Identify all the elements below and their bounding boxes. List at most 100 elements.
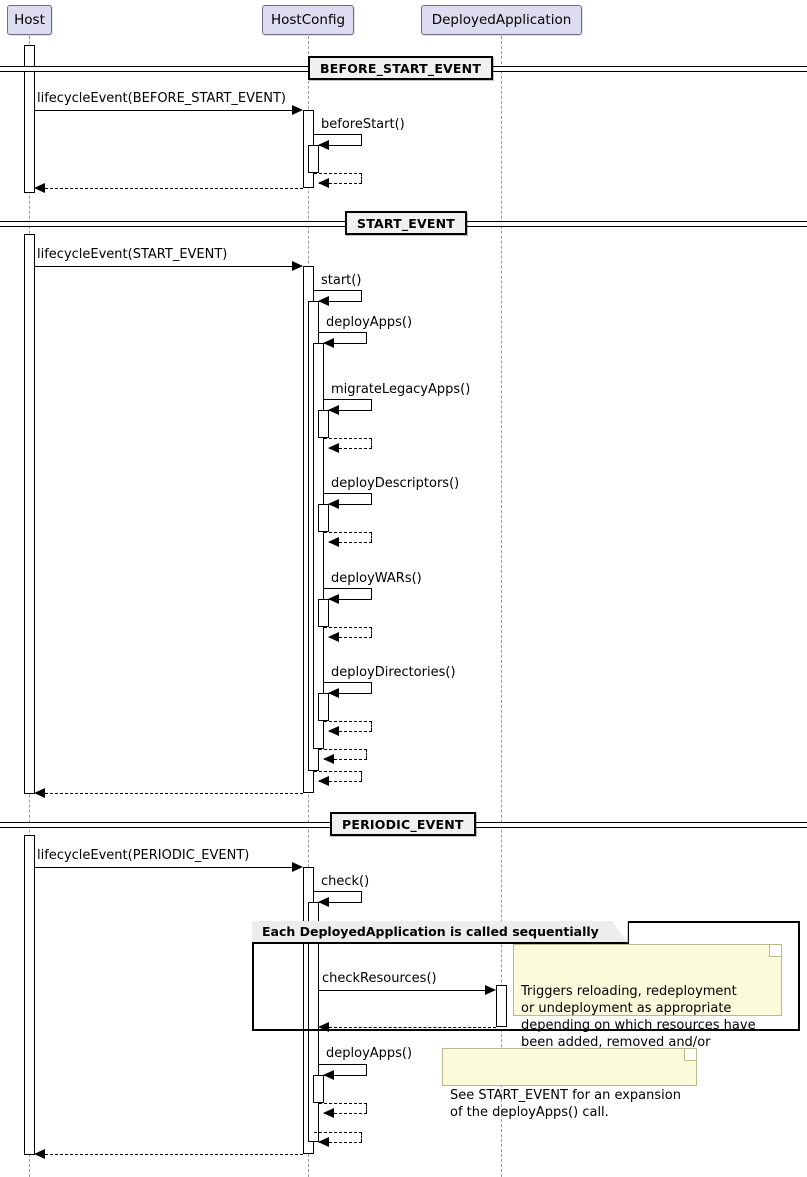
message-line-before-start-out <box>314 134 362 135</box>
arrowhead-check-resources <box>485 985 496 995</box>
message-text: deployApps() <box>326 1046 413 1061</box>
arrowhead-return-descriptors <box>328 537 339 547</box>
note-fold-corner-icon <box>684 1049 696 1061</box>
message-line-directories-back <box>329 693 372 694</box>
arrowhead-check <box>318 897 329 907</box>
participant-hostconfig[interactable]: HostConfig <box>262 5 354 35</box>
message-line-descriptors-back <box>329 504 372 505</box>
return-line-start-top <box>314 771 362 772</box>
message-line-check-out <box>314 891 362 892</box>
message-text: deployDescriptors() <box>331 476 460 491</box>
arrowhead-lifecycle-before-start <box>292 105 303 115</box>
arrowhead-deployapps-periodic <box>323 1070 334 1080</box>
message-label-check: check() <box>321 874 369 889</box>
return-line-directories <box>329 731 372 732</box>
divider-before-start-event: BEFORE_START_EVENT <box>308 56 494 80</box>
message-line-before-start-back <box>319 145 362 146</box>
message-line-deployapps-periodic-back <box>324 1075 367 1076</box>
arrowhead-before-start <box>318 140 329 150</box>
arrowhead-return-check-resources <box>318 1022 329 1032</box>
return-line-deployapps-top <box>319 749 367 750</box>
divider-before-start-event-label: BEFORE_START_EVENT <box>320 60 482 76</box>
arrowhead-return-wars <box>328 632 339 642</box>
note-deploy-apps: See START_EVENT for an expansion of the … <box>442 1048 697 1120</box>
return-vline-wars <box>371 627 372 637</box>
message-line-wars-out <box>324 588 372 589</box>
arrowhead-lifecycle-periodic <box>292 862 303 872</box>
message-label-deploy-apps-periodic: deployApps() <box>326 1046 412 1061</box>
message-line-lifecycle-start <box>35 266 293 267</box>
return-line-deployapps <box>324 759 367 760</box>
arrowhead-deploy-apps <box>323 338 334 348</box>
message-text: start() <box>321 273 362 288</box>
message-vline-descriptors <box>371 493 372 504</box>
return-line-descriptors <box>329 542 372 543</box>
message-vline-before-start <box>361 134 362 145</box>
message-vline-start <box>361 290 362 301</box>
group-header-sequential: Each DeployedApplication is called seque… <box>252 921 629 944</box>
participant-hostconfig-label: HostConfig <box>270 12 346 28</box>
arrowhead-return-before-start <box>318 178 329 188</box>
return-line-directories-top <box>324 721 372 722</box>
message-text: migrateLegacyApps() <box>331 382 471 397</box>
arrowhead-return-start <box>318 776 329 786</box>
message-line-start-back <box>319 301 362 302</box>
arrowhead-migrate <box>328 405 339 415</box>
message-label-deploy-directories: deployDirectories() <box>331 665 456 680</box>
arrowhead-return-check <box>318 1137 329 1147</box>
activation-host-periodic <box>24 835 35 1155</box>
note-deploy-apps-text: See START_EVENT for an expansion of the … <box>450 1088 681 1120</box>
note-check-resources: Triggers reloading, redeployment or unde… <box>513 944 782 1067</box>
message-label-check-resources: checkResources() <box>322 971 437 986</box>
arrowhead-wars <box>328 594 339 604</box>
lifeline-deployedapplication <box>501 36 502 1177</box>
return-line-start <box>319 781 362 782</box>
message-line-start-out <box>314 290 362 291</box>
message-line-migrate-out <box>324 399 372 400</box>
activation-hostconfig-periodic-l3 <box>313 1075 324 1103</box>
return-line-deployapps-periodic-top <box>319 1103 367 1104</box>
message-label-before-start: beforeStart() <box>321 117 405 132</box>
message-label-deploy-wars: deployWARs() <box>331 571 422 586</box>
message-line-check-resources <box>319 990 486 991</box>
return-line-migrate <box>329 448 372 449</box>
message-label-deploy-apps: deployApps() <box>326 315 412 330</box>
message-text: checkResources() <box>322 971 437 986</box>
divider-start-event: START_EVENT <box>345 211 468 235</box>
message-line-lifecycle-periodic <box>35 867 293 868</box>
message-line-deployapps-periodic-out <box>319 1064 367 1065</box>
note-check-resources-text: Triggers reloading, redeployment or unde… <box>521 984 756 1067</box>
return-line-descriptors-top <box>324 532 372 533</box>
activation-hostconfig-directories-l4 <box>318 693 329 721</box>
participant-deployedapplication[interactable]: DeployedApplication <box>421 5 582 35</box>
message-line-deploy-apps-out <box>319 332 367 333</box>
note-fold-corner-icon <box>769 945 781 957</box>
message-line-descriptors-out <box>324 493 372 494</box>
arrowhead-return-migrate <box>328 443 339 453</box>
message-vline-migrate <box>371 399 372 410</box>
activation-hostconfig-descriptors-l4 <box>318 504 329 532</box>
message-vline-deploy-apps <box>366 332 367 343</box>
arrowhead-return-deployapps-periodic <box>323 1108 334 1118</box>
message-line-migrate-back <box>329 410 372 411</box>
activation-hostconfig-start-l3 <box>313 343 324 749</box>
arrowhead-return-deployapps <box>323 754 334 764</box>
message-text: lifecycleEvent(BEFORE_START_EVENT) <box>37 91 286 106</box>
message-vline-deployapps-periodic <box>366 1064 367 1075</box>
message-line-check-back <box>319 902 362 903</box>
return-line-lifecycle-periodic <box>45 1154 303 1155</box>
participant-host[interactable]: Host <box>7 5 52 35</box>
arrowhead-lifecycle-start <box>292 261 303 271</box>
return-vline-descriptors <box>371 532 372 542</box>
message-text: lifecycleEvent(PERIODIC_EVENT) <box>37 848 250 863</box>
return-line-check <box>319 1142 362 1143</box>
group-header-label: Each DeployedApplication is called seque… <box>262 924 599 939</box>
message-text: deployWARs() <box>331 571 422 586</box>
activation-hostconfig-migrate-l4 <box>318 410 329 438</box>
return-vline-deployapps <box>366 749 367 759</box>
return-vline-migrate <box>371 438 372 448</box>
message-vline-directories <box>371 682 372 693</box>
return-line-deployapps-periodic <box>324 1113 367 1114</box>
arrowhead-return-lifecycle-start <box>34 788 45 798</box>
message-line-wars-back <box>329 599 372 600</box>
